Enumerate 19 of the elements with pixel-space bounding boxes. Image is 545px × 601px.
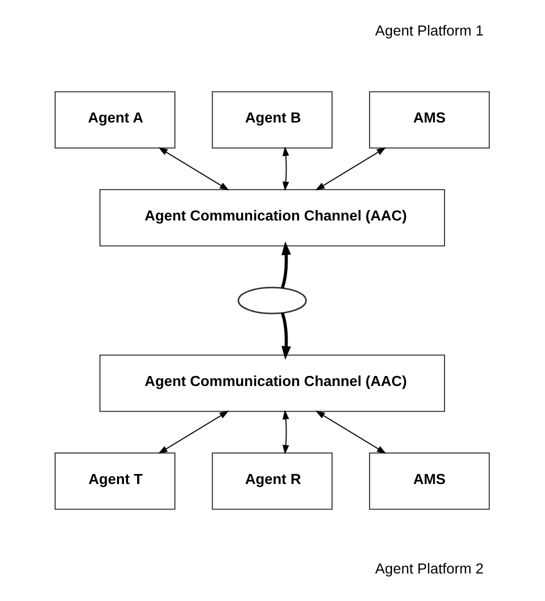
- arrow: [158, 410, 228, 454]
- node-cloud: [237, 286, 306, 314]
- node-box: AMS: [368, 91, 490, 149]
- arrow: [314, 147, 386, 190]
- arrow: [280, 241, 290, 288]
- node-box: Agent Communication Channel (AAC): [98, 189, 445, 246]
- node-box: AMS: [368, 452, 490, 510]
- arrow: [158, 147, 229, 190]
- label: Agent Platform 1: [374, 23, 484, 40]
- node-box: Agent Communication Channel (AAC): [98, 354, 445, 412]
- arrow: [315, 410, 386, 454]
- label: Agent Platform 2: [374, 561, 484, 578]
- node-box: Agent B: [211, 91, 332, 149]
- arrow: [280, 312, 290, 360]
- arrow: [282, 146, 289, 192]
- arrow: [282, 410, 289, 454]
- node-box: Agent R: [211, 452, 332, 510]
- node-box: Agent T: [54, 452, 175, 510]
- node-box: Agent A: [54, 91, 175, 149]
